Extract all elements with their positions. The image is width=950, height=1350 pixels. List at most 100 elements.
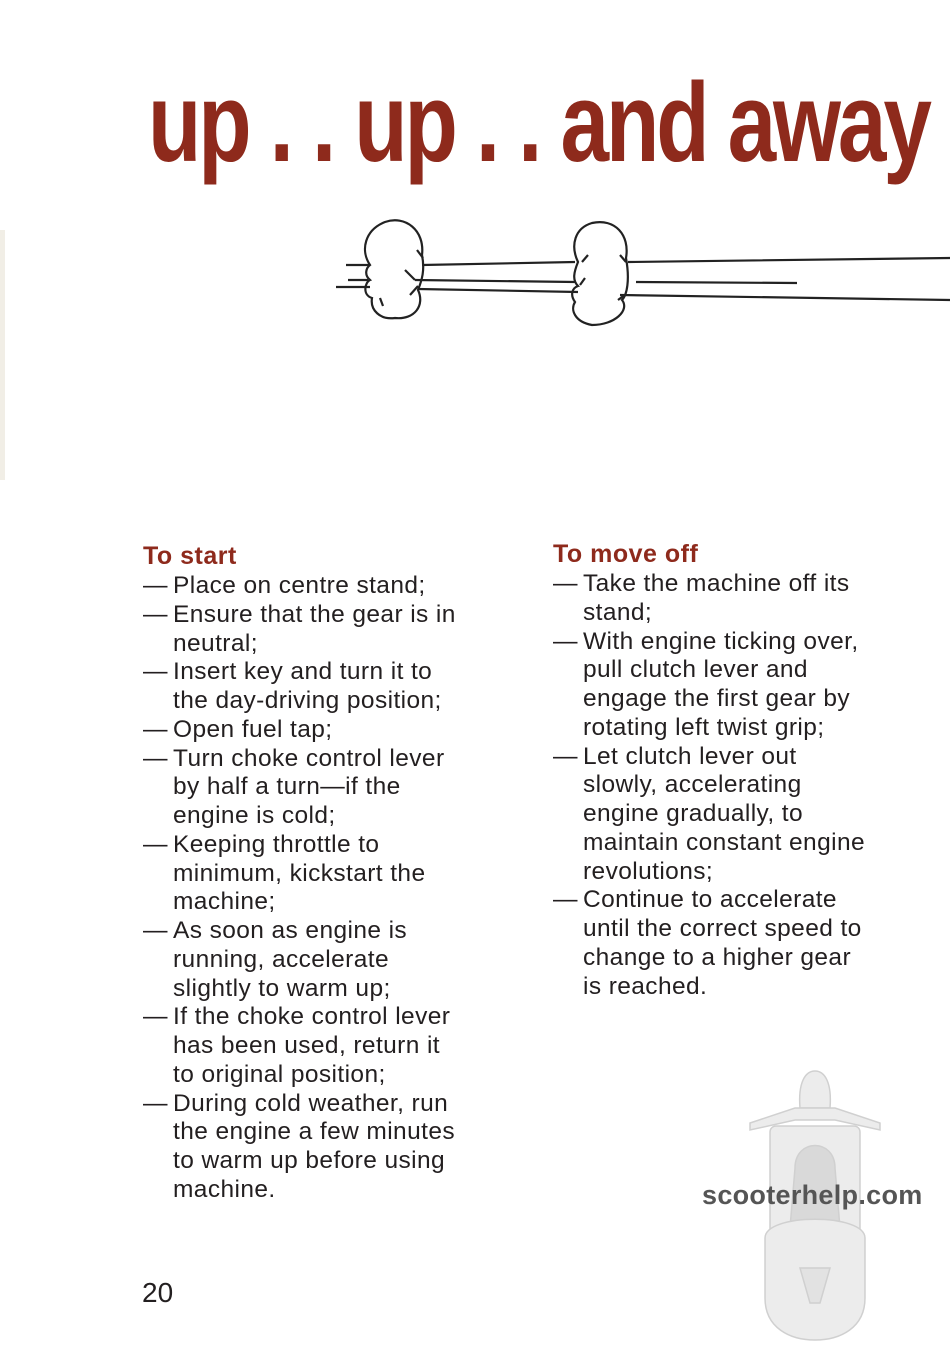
list-item-text: pull clutch lever and	[583, 656, 808, 684]
dash-bullet: —	[143, 1003, 168, 1031]
dash-bullet: —	[553, 886, 578, 914]
list-item-text: to warm up before using	[173, 1147, 446, 1174]
list-item-line: —As soon as engine is	[143, 917, 456, 946]
list-item-text: engage the first gear by	[583, 685, 851, 712]
list-item-text: Let clutch lever out	[583, 742, 797, 770]
dash-bullet: —	[143, 830, 168, 858]
list-item-text: minimum, kickstart the	[173, 859, 426, 887]
list-item-line: until the correct speed to	[553, 915, 865, 944]
list-item-line: —During cold weather, run	[143, 1090, 456, 1119]
dash-bullet: —	[143, 658, 168, 686]
list-item: —With engine ticking over,pull clutch le…	[553, 628, 865, 743]
dash-bullet: —	[143, 572, 168, 599]
dash-bullet: —	[553, 627, 578, 655]
list-item-line: to original position;	[143, 1061, 456, 1090]
list-item-line: —Insert key and turn it to	[143, 658, 456, 687]
list-item-line: engage the first gear by	[553, 685, 865, 714]
list-item-text: If the choke control lever	[173, 1003, 451, 1031]
list-item-line: —Ensure that the gear is in	[143, 601, 456, 630]
list-item-text: As soon as engine is	[173, 917, 408, 944]
list-item-text: During cold weather, run	[173, 1089, 449, 1117]
list-item-text: slightly to warm up;	[173, 974, 391, 1002]
dash-bullet: —	[143, 600, 168, 628]
to-start-list: —Place on centre stand;—Ensure that the …	[143, 572, 456, 1205]
to-start-heading: To start	[143, 542, 237, 570]
list-item-text: has been used, return it	[173, 1032, 441, 1059]
list-item-text: Turn choke control lever	[173, 744, 445, 772]
list-item-line: rotating left twist grip;	[553, 714, 865, 743]
list-item-line: —Place on centre stand;	[143, 572, 456, 601]
list-item-text: rotating left twist grip;	[583, 713, 825, 741]
dash-bullet: —	[143, 917, 168, 944]
list-item-text: slowly, accelerating	[583, 771, 802, 799]
list-item-text: the day-driving position;	[173, 687, 442, 714]
list-item-line: —Turn choke control lever	[143, 745, 456, 774]
list-item-line: machine.	[143, 1176, 456, 1205]
list-item-text: change to a higher gear	[583, 943, 852, 971]
dash-bullet: —	[143, 744, 168, 772]
list-item-text: revolutions;	[583, 857, 714, 885]
list-item-line: pull clutch lever and	[553, 656, 865, 685]
list-item-text: Keeping throttle to	[173, 830, 380, 858]
list-item-line: machine;	[143, 888, 456, 917]
list-item-text: Place on centre stand;	[173, 572, 426, 599]
list-item-text: Insert key and turn it to	[173, 658, 433, 686]
list-item-text: Continue to accelerate	[583, 886, 837, 914]
dash-bullet: —	[143, 1089, 168, 1117]
list-item-line: slightly to warm up;	[143, 975, 456, 1004]
list-item-line: change to a higher gear	[553, 944, 865, 973]
list-item-text: until the correct speed to	[583, 915, 862, 942]
list-item-line: —Continue to accelerate	[553, 886, 865, 915]
list-item-text: With engine ticking over,	[583, 627, 859, 655]
smoke-puffs-illustration	[336, 219, 950, 327]
list-item-line: —With engine ticking over,	[553, 628, 865, 657]
page-title: up . . up . . and away	[148, 60, 932, 185]
to-move-off-heading: To move off	[553, 540, 699, 568]
list-item-line: has been used, return it	[143, 1032, 456, 1061]
list-item-text: the engine a few minutes	[173, 1118, 455, 1146]
list-item-line: engine gradually, to	[553, 800, 865, 829]
watermark: scooterhelp.com	[702, 1180, 923, 1210]
list-item-line: revolutions;	[553, 858, 865, 887]
list-item: —Place on centre stand;	[143, 572, 456, 601]
list-item-line: engine is cold;	[143, 802, 456, 831]
list-item-line: —Open fuel tap;	[143, 716, 456, 745]
scooter-image	[749, 1070, 881, 1341]
list-item-line: —Keeping throttle to	[143, 831, 456, 860]
list-item-text: by half a turn—if the	[173, 773, 401, 801]
list-item-line: —Let clutch lever out	[553, 743, 865, 772]
list-item-line: the engine a few minutes	[143, 1118, 456, 1147]
list-item-line: stand;	[553, 599, 865, 628]
list-item-line: neutral;	[143, 630, 456, 659]
list-item-line: minimum, kickstart the	[143, 860, 456, 889]
dash-bullet: —	[553, 570, 578, 597]
list-item-text: is reached.	[583, 972, 708, 1000]
list-item-text: Open fuel tap;	[173, 715, 333, 743]
list-item-line: is reached.	[553, 973, 865, 1002]
list-item-text: Take the machine off its	[583, 570, 850, 597]
dash-bullet: —	[143, 715, 168, 743]
to-start-section: To start —Place on centre stand;—Ensure …	[143, 540, 456, 1205]
list-item-line: —If the choke control lever	[143, 1003, 456, 1032]
page-number: 20	[142, 1277, 174, 1308]
list-item-text: Ensure that the gear is in	[173, 600, 456, 628]
list-item: —Open fuel tap;	[143, 716, 456, 745]
list-item-line: —Take the machine off its	[553, 570, 865, 599]
list-item-line: the day-driving position;	[143, 687, 456, 716]
list-item-text: maintain constant engine	[583, 828, 866, 856]
list-item-text: machine.	[173, 1175, 276, 1203]
list-item-text: engine is cold;	[173, 802, 336, 829]
list-item-line: running, accelerate	[143, 946, 456, 975]
list-item-line: slowly, accelerating	[553, 771, 865, 800]
